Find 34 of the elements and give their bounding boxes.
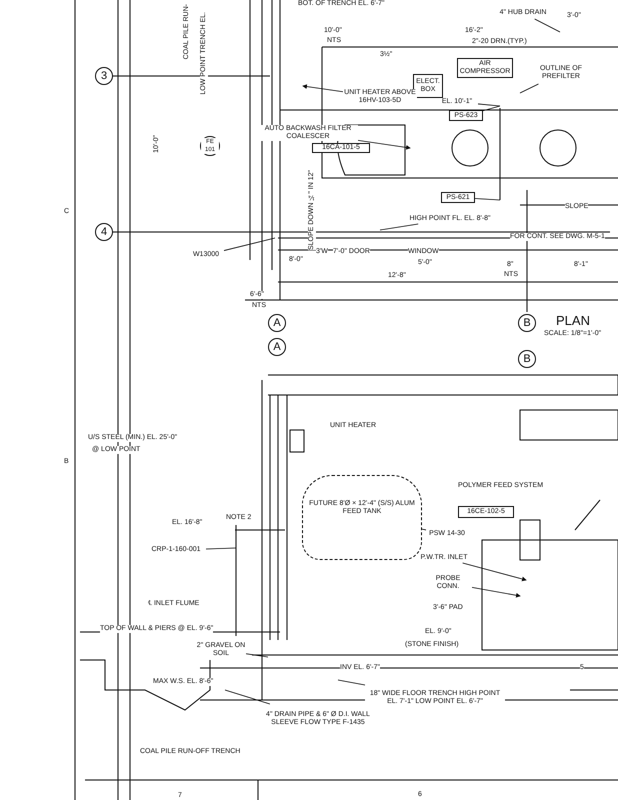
leader-line xyxy=(482,106,500,112)
leader-line xyxy=(520,84,539,94)
leader-line xyxy=(358,140,411,150)
leader-line xyxy=(422,528,426,530)
grid-bubble xyxy=(95,67,113,85)
leader-line xyxy=(302,84,344,92)
bubble-label: B xyxy=(523,355,531,363)
bubble-label: 4 xyxy=(100,228,108,236)
tag-box xyxy=(449,110,483,121)
leader-line xyxy=(246,653,268,658)
leader-line xyxy=(224,238,276,251)
leader-line xyxy=(478,104,500,106)
tag-box xyxy=(312,143,370,153)
tag-box xyxy=(458,506,514,518)
bubble-label: A xyxy=(273,319,281,327)
tag-box xyxy=(441,192,475,203)
grid-bubble xyxy=(268,338,286,356)
leader-line xyxy=(462,562,527,582)
view-title: PLAN xyxy=(556,314,590,328)
leader-line xyxy=(474,198,500,200)
leader-line xyxy=(534,18,560,32)
tank-outline xyxy=(302,475,422,560)
leader-line xyxy=(472,586,521,598)
grid-bubble xyxy=(95,223,113,241)
grid-bubble xyxy=(268,314,286,332)
bubble-label: 3 xyxy=(100,72,108,80)
leader-line xyxy=(380,224,419,230)
grid-bubble xyxy=(518,314,536,332)
bubble-label: A xyxy=(273,343,281,351)
grid-bubble xyxy=(518,350,536,368)
leader-line xyxy=(206,548,236,550)
leader-line xyxy=(338,680,366,686)
leader-line xyxy=(224,690,270,704)
bubble-label: B xyxy=(523,319,531,327)
